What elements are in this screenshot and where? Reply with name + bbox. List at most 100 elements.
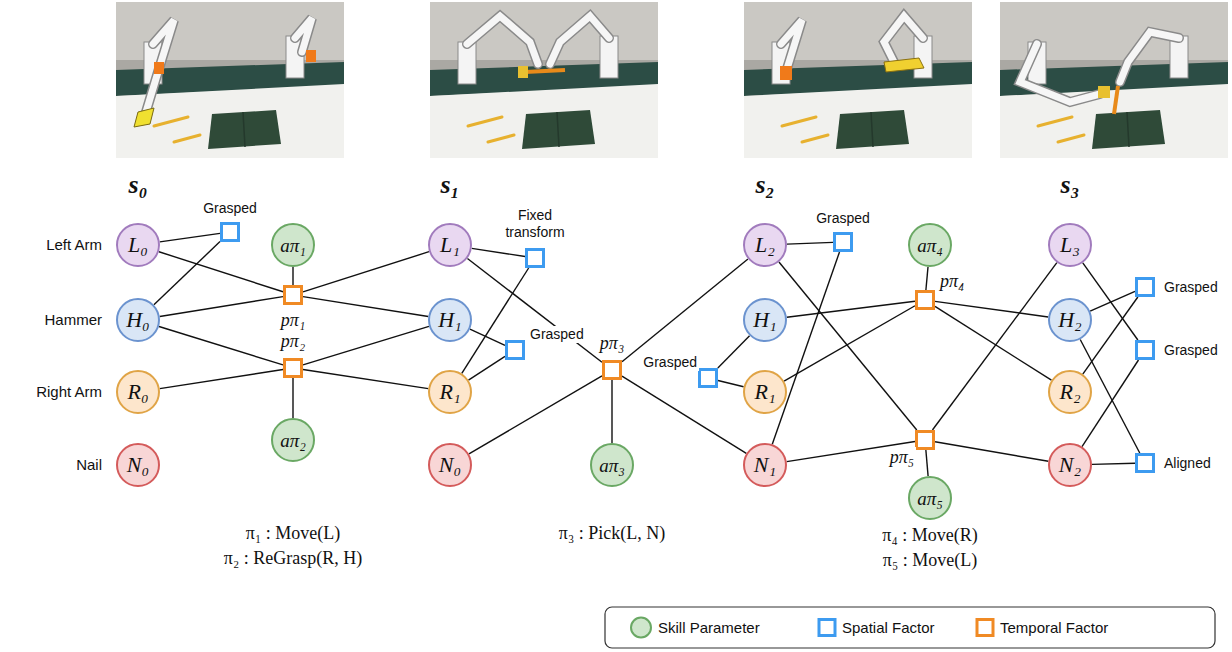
skill-parameter-circle: aπ₁ — [271, 223, 315, 267]
factor-edge — [469, 376, 602, 454]
relation-label: Fixed transform — [493, 207, 577, 241]
state-variable-circle: L₁ — [428, 223, 472, 267]
label-holder: Temporal Factor — [1000, 619, 1108, 637]
state-variable-circle: R₁ — [743, 370, 787, 414]
factor-edge — [1092, 463, 1135, 464]
factor-edge — [787, 301, 915, 317]
state-variable-circle: H₂ — [1048, 298, 1092, 342]
variable-name: aπ₄ — [917, 236, 943, 255]
factor-edge — [611, 380, 612, 443]
relation-label: Grasped — [641, 354, 699, 371]
factor-edge — [160, 233, 220, 242]
variable-name: N₁ — [754, 454, 776, 476]
spatial-factor: Grasped — [698, 368, 718, 388]
legend-text: Temporal Factor — [1000, 619, 1108, 636]
factor-edge — [622, 376, 746, 453]
factor-label: pπ₃ — [598, 333, 626, 355]
label-holder: pπ₄ — [938, 271, 966, 293]
label-holder: Spatial Factor — [842, 619, 935, 637]
state-variable-circle: N₁ — [743, 443, 787, 487]
factor-edge — [784, 306, 915, 381]
label-holder: pπ₂ — [279, 331, 307, 353]
factor-edge — [472, 248, 525, 256]
state-variable-circle: N₀ — [116, 443, 160, 487]
label-holder: Nail — [76, 456, 102, 474]
state-label: s₁ — [440, 170, 459, 199]
factor-edge — [292, 267, 293, 285]
label-holder: Fixed transform — [493, 207, 577, 241]
state-variable-circle: H₁ — [428, 298, 472, 342]
factor-edge — [1083, 263, 1138, 340]
label-holder: Grasped — [528, 325, 586, 343]
factor-label: pπ₂ — [279, 331, 307, 353]
skill-label: π₁ : Move(L) — [246, 523, 340, 543]
label-holder: Grasped — [814, 209, 872, 227]
label-holder: π₁ : Move(L) — [246, 523, 340, 544]
spatial-factor: Grasped — [1135, 277, 1155, 297]
state-variable-circle: R₂ — [1048, 370, 1092, 414]
temporal-factor: pπ₅ — [915, 430, 935, 450]
relation-label: Grasped — [814, 210, 872, 227]
row-label: Hammer — [44, 311, 102, 328]
factor-edge — [1083, 297, 1138, 374]
relation-label: Grasped — [1162, 279, 1220, 296]
relation-label: Grasped — [1162, 342, 1220, 359]
variable-name: N₂ — [1059, 454, 1081, 476]
label-holder: s₃ — [1060, 170, 1079, 200]
skill-label: π₅ : Move(L) — [883, 550, 977, 570]
label-holder: Right Arm — [36, 383, 102, 401]
spatial-factor: Aligned — [1135, 453, 1155, 473]
factor-label: pπ₄ — [938, 271, 966, 293]
variable-name: L₁ — [440, 234, 460, 256]
factor-edge — [303, 297, 428, 317]
factor-edge — [935, 306, 1051, 380]
label-holder: Hammer — [44, 311, 102, 329]
relation-label: Aligned — [1162, 455, 1213, 472]
factor-edge — [1090, 291, 1135, 311]
state-variable-circle: N₀ — [428, 443, 472, 487]
variable-name: H₂ — [1058, 309, 1082, 331]
state-variable-circle: L₂ — [743, 223, 787, 267]
label-holder: Grasped — [1162, 278, 1220, 296]
factor-edge — [292, 378, 293, 418]
skill-label: π₄ : Move(R) — [882, 525, 977, 545]
state-label: s₃ — [1060, 170, 1079, 199]
row-label: Nail — [76, 456, 102, 473]
state-variable-circle: R₀ — [116, 370, 160, 414]
label-holder: Skill Parameter — [658, 619, 760, 637]
relation-label: Grasped — [201, 200, 259, 217]
state-variable-circle: N₂ — [1048, 443, 1092, 487]
factor-edge — [935, 301, 1048, 317]
factor-edge — [468, 356, 505, 380]
factor-edge — [160, 370, 283, 389]
factor-edge — [622, 259, 748, 362]
label-holder: Aligned — [1162, 454, 1213, 472]
label-holder: π₃ : Pick(L, N) — [559, 523, 665, 544]
temporal-factor: pπ₄ — [915, 290, 935, 310]
label-holder: s₂ — [755, 170, 774, 200]
spatial-factor: Grasped — [220, 222, 240, 242]
legend-text: Skill Parameter — [658, 619, 760, 636]
factor-edge — [926, 450, 928, 476]
factor-edge — [154, 242, 220, 305]
temporal-factor: pπ₃ — [602, 360, 622, 380]
factor-edge — [159, 252, 283, 292]
label-holder: Left Arm — [46, 236, 102, 254]
state-label: s₀ — [128, 170, 147, 199]
factor-edge — [159, 327, 283, 365]
state-label: s₂ — [755, 170, 774, 199]
label-holder: s₁ — [440, 170, 459, 200]
state-variable-circle: H₁ — [743, 298, 787, 342]
label-holder: π₅ : Move(L) — [883, 550, 977, 571]
factor-edge — [303, 370, 428, 389]
variable-name: R₁ — [754, 381, 775, 403]
skill-parameter-circle: aπ₂ — [271, 418, 315, 462]
label-holder: Grasped — [201, 199, 259, 217]
label-holder: s₀ — [128, 170, 147, 200]
state-variable-circle: R₁ — [428, 370, 472, 414]
temporal-factor: pπ₁ — [283, 285, 303, 305]
row-label: Right Arm — [36, 383, 102, 400]
factor-edge — [926, 267, 928, 290]
factor-edge — [787, 242, 833, 244]
